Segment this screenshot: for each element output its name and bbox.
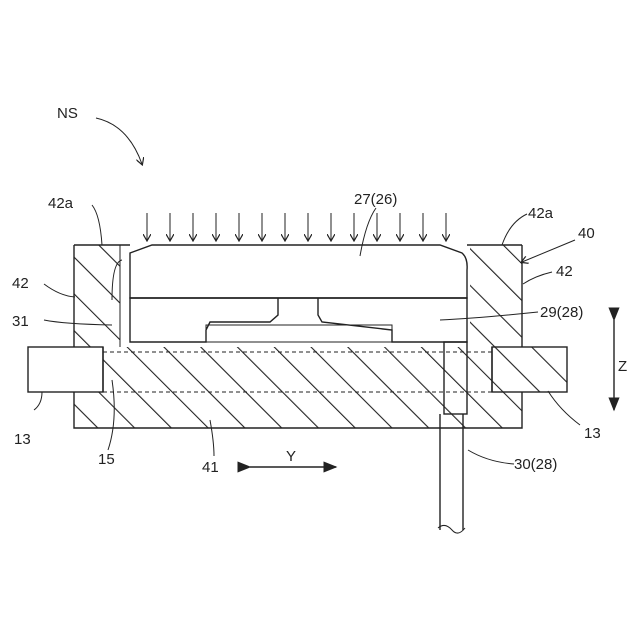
label-axis-y: Y [286,448,296,465]
label-42a-left: 42a [48,195,74,212]
label-42-left: 42 [12,275,29,292]
label-41: 41 [202,459,219,476]
pressure-arrows [147,213,446,240]
label-40: 40 [578,225,595,242]
label-27-26: 27(26) [354,191,397,208]
label-axis-z: Z [618,358,627,375]
label-ns: NS [57,105,78,122]
lead-left [28,347,103,392]
label-30-28: 30(28) [514,456,557,473]
label-42a-right: 42a [528,205,554,222]
mold-body [74,245,567,428]
label-13-right: 13 [584,425,601,442]
ns-arrow [96,118,142,164]
label-15: 15 [98,451,115,468]
label-31: 31 [12,313,29,330]
label-42-right: 42 [556,263,573,280]
label-29-28: 29(28) [540,304,583,321]
label-13-left: 13 [14,431,31,448]
lead-wire [438,414,465,533]
